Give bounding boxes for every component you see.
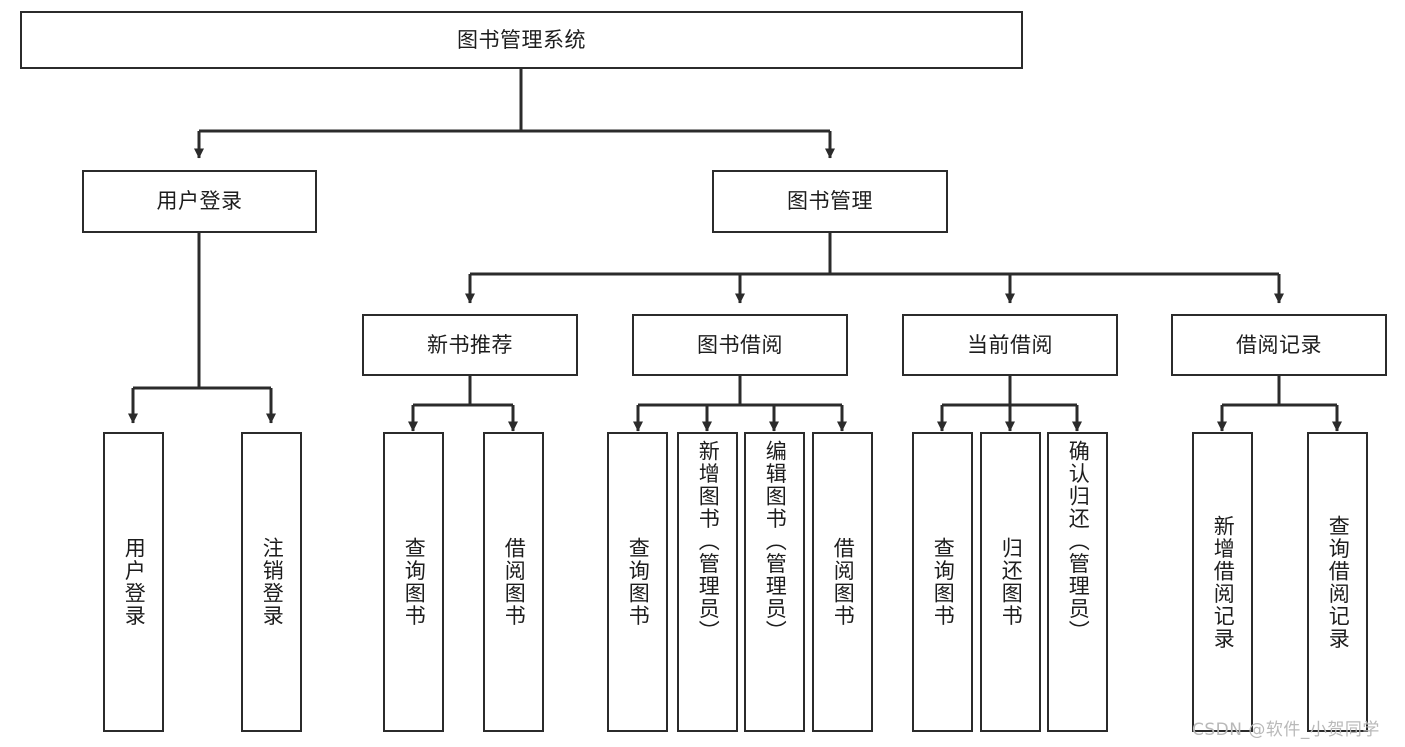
node-label: 图书管理系统 [457,27,586,52]
leaf-label: 用户登录 [122,537,147,627]
leaf-add-borrow-record[interactable]: 新增借阅记录 [1192,432,1253,732]
node-borrow-record[interactable]: 借阅记录 [1171,314,1387,376]
leaf-label: 借阅图书 [502,537,527,627]
leaf-return-book[interactable]: 归还图书 [980,432,1041,732]
leaf-label: 注销登录 [260,537,285,627]
csdn-watermark: CSDN @软件_小贺同学 [1192,720,1380,740]
node-book-borrow[interactable]: 图书借阅 [632,314,848,376]
node-new-book-recommend[interactable]: 新书推荐 [362,314,578,376]
node-label: 新书推荐 [427,332,513,357]
leaf-label: 编辑图书（管理员） [763,440,788,643]
leaf-label: 查询图书 [402,537,427,627]
leaf-query-book-new[interactable]: 查询图书 [383,432,444,732]
leaf-label: 归还图书 [999,537,1024,627]
node-label: 借阅记录 [1236,332,1322,357]
node-book-management[interactable]: 图书管理 [712,170,948,233]
node-current-borrow[interactable]: 当前借阅 [902,314,1118,376]
leaf-logout-login[interactable]: 注销登录 [241,432,302,732]
leaf-query-borrow-record[interactable]: 查询借阅记录 [1307,432,1368,732]
node-label: 图书管理 [787,189,873,214]
node-label: 图书借阅 [697,332,783,357]
leaf-add-book-admin[interactable]: 新增图书（管理员） [677,432,738,732]
node-label: 用户登录 [156,189,243,214]
node-user-login[interactable]: 用户登录 [82,170,317,233]
leaf-label: 借阅图书 [831,537,856,627]
leaf-confirm-return-admin[interactable]: 确认归还（管理员） [1047,432,1108,732]
leaf-query-book-borrow[interactable]: 查询图书 [607,432,668,732]
leaf-query-book-current[interactable]: 查询图书 [912,432,973,732]
leaf-borrow-book[interactable]: 借阅图书 [812,432,873,732]
leaf-label: 新增借阅记录 [1211,514,1236,650]
leaf-borrow-book-new[interactable]: 借阅图书 [483,432,544,732]
leaf-edit-book-admin[interactable]: 编辑图书（管理员） [744,432,805,732]
leaf-label: 新增图书（管理员） [696,440,721,643]
leaf-user-login[interactable]: 用户登录 [103,432,164,732]
node-root-book-management-system[interactable]: 图书管理系统 [20,11,1023,69]
leaf-label: 查询图书 [931,537,956,627]
leaf-label: 确认归还（管理员） [1066,440,1091,643]
leaf-label: 查询图书 [626,537,651,627]
leaf-label: 查询借阅记录 [1326,514,1351,650]
node-label: 当前借阅 [967,332,1053,357]
